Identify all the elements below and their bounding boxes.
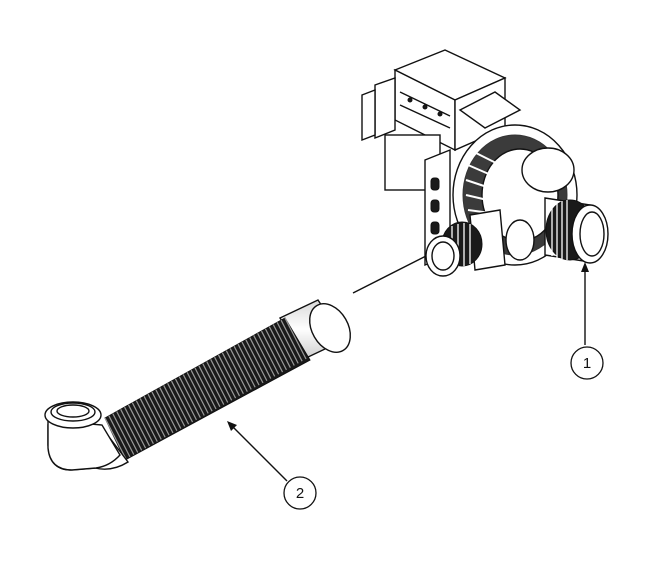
hose-corrugated-section bbox=[104, 317, 311, 461]
hose-rib bbox=[186, 372, 209, 414]
hose-rib bbox=[257, 332, 280, 375]
hose-rib bbox=[151, 391, 174, 434]
hose-rib bbox=[206, 361, 229, 403]
hose-rib bbox=[127, 404, 151, 447]
hose-rib bbox=[174, 378, 197, 421]
hose-rib bbox=[139, 398, 162, 440]
hose-rib bbox=[272, 324, 295, 366]
hose-rib bbox=[116, 411, 139, 453]
hose-rib bbox=[135, 400, 158, 442]
hose-rib bbox=[131, 402, 154, 445]
hose-elbow bbox=[44, 401, 130, 471]
inlet-port bbox=[425, 209, 535, 277]
leader-line-2 bbox=[227, 421, 288, 482]
hose-rib bbox=[202, 363, 225, 405]
assembly-line bbox=[352, 255, 427, 294]
hose-rib bbox=[159, 387, 182, 429]
hose-rib bbox=[124, 406, 147, 449]
hose-rib bbox=[268, 326, 291, 368]
hose-rib bbox=[112, 413, 135, 455]
hose-rib bbox=[260, 330, 284, 373]
hose-rib bbox=[225, 350, 248, 392]
hose-rib bbox=[253, 335, 276, 377]
hose-rib bbox=[217, 354, 241, 397]
hose-rib bbox=[221, 352, 244, 395]
hose-rib bbox=[108, 415, 131, 458]
callout-2-label: 2 bbox=[296, 485, 304, 502]
hose-rib bbox=[210, 359, 233, 401]
hose-rib bbox=[229, 348, 252, 390]
hose-rib bbox=[147, 393, 170, 436]
drain-hose bbox=[44, 299, 351, 471]
hose-rib bbox=[155, 389, 178, 432]
hose-rib bbox=[104, 417, 127, 460]
hose-rib bbox=[284, 317, 307, 360]
hose-rib bbox=[167, 382, 190, 425]
hose-rib bbox=[194, 367, 217, 410]
hose-rib bbox=[245, 339, 268, 382]
hose-rib bbox=[178, 376, 201, 418]
hose-rib bbox=[163, 385, 186, 427]
hose-rib bbox=[241, 341, 264, 384]
hose-rib bbox=[233, 345, 256, 388]
hose-rib bbox=[182, 374, 205, 416]
hose-rib bbox=[190, 369, 213, 412]
hose-rib bbox=[170, 380, 194, 423]
hose-rib bbox=[214, 356, 237, 399]
leader-line-1 bbox=[581, 262, 589, 345]
callout-1-label: 1 bbox=[583, 355, 591, 372]
outlet-port bbox=[544, 197, 609, 264]
hose-rib bbox=[120, 409, 143, 451]
hose-rib bbox=[249, 337, 272, 379]
hose-rib bbox=[276, 322, 299, 364]
callout-1: 1 bbox=[570, 346, 604, 380]
callout-2: 2 bbox=[283, 476, 317, 510]
hose-rib bbox=[237, 343, 260, 386]
hose-rib bbox=[198, 365, 221, 408]
pump-assembly bbox=[361, 49, 609, 277]
hose-rib bbox=[280, 319, 303, 362]
hose-rib bbox=[264, 328, 287, 371]
hose-rib bbox=[143, 395, 166, 438]
